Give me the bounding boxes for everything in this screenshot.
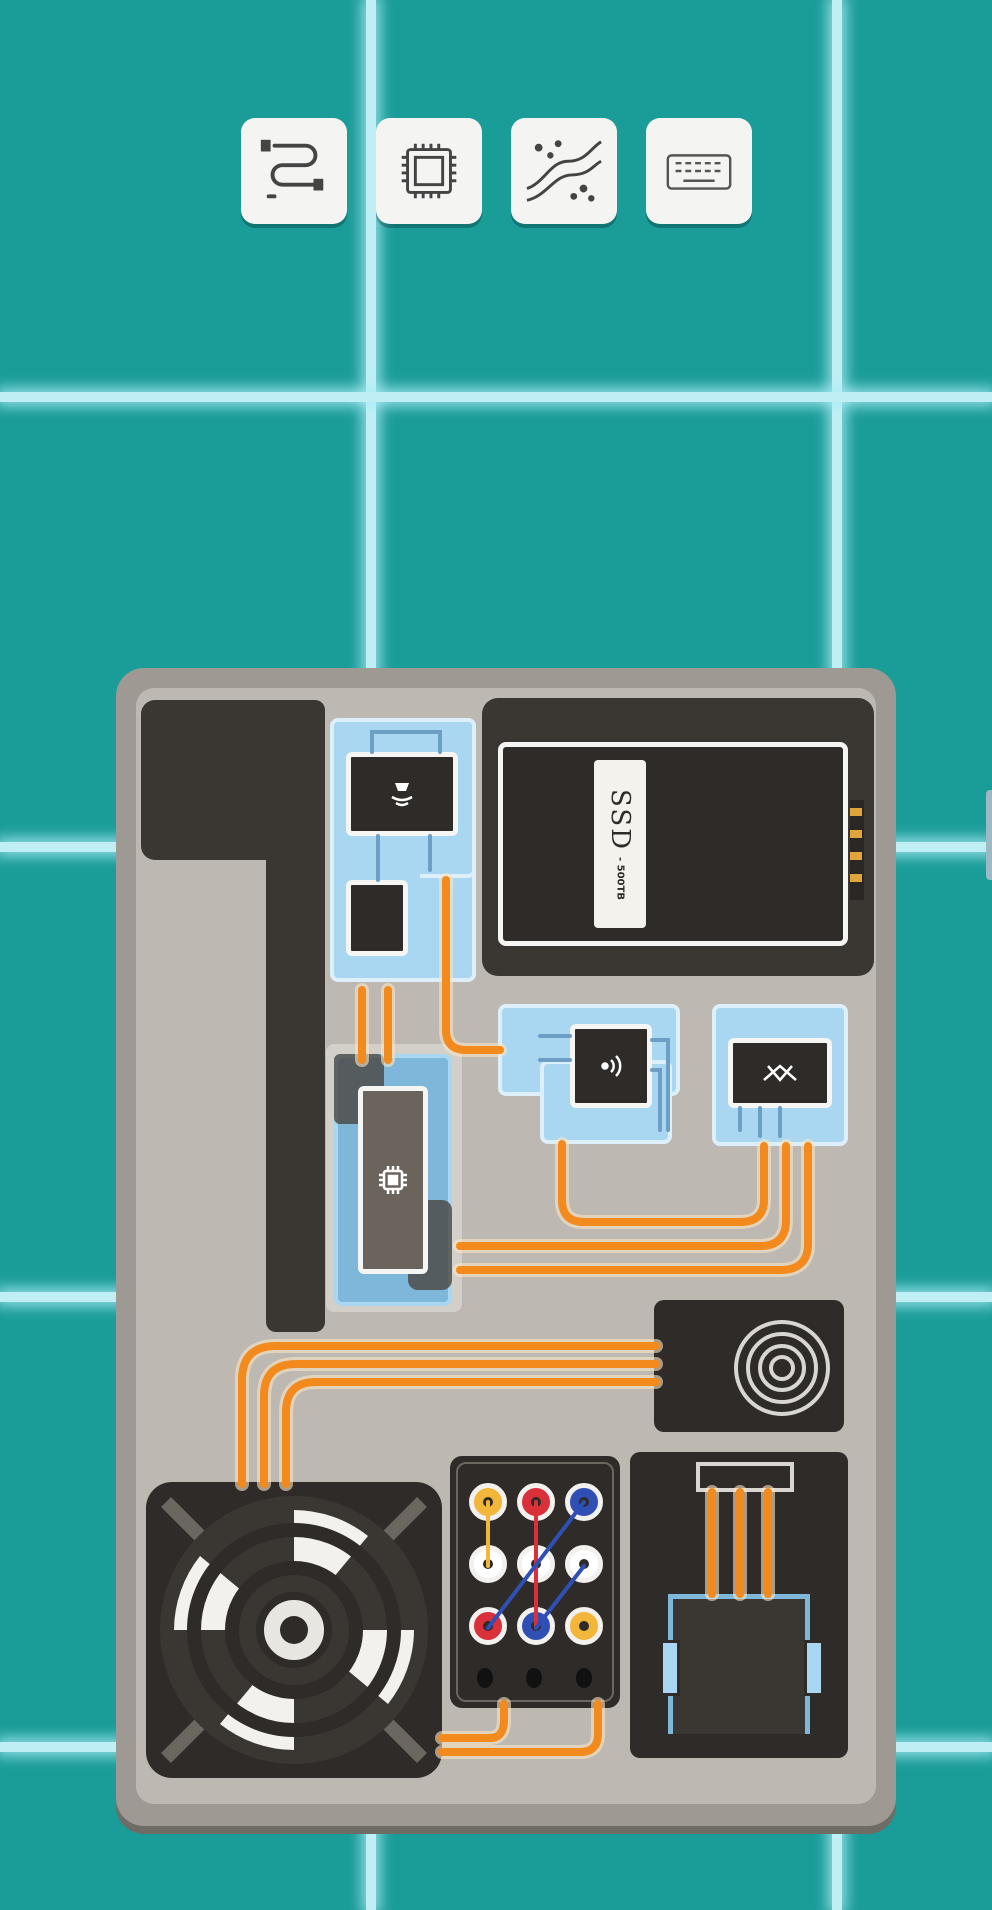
bluetooth-icon	[763, 1064, 797, 1082]
rca-jack[interactable]	[469, 1483, 507, 1521]
rca-jack-icon	[483, 1621, 493, 1631]
rca-jack-icon	[483, 1559, 493, 1569]
ssd-label-text: SSD	[605, 788, 635, 851]
cable-icon	[260, 139, 324, 199]
cpu-icon	[379, 1166, 407, 1194]
connector-clip	[804, 1640, 824, 1696]
wifi-icon	[601, 1055, 622, 1077]
jack-hole	[477, 1668, 493, 1688]
wifi-chip[interactable]	[570, 1024, 652, 1108]
audio-chip[interactable]	[346, 752, 458, 836]
rca-jack-icon	[483, 1497, 493, 1507]
speaker[interactable]	[730, 1316, 834, 1420]
rca-jack-icon	[579, 1559, 589, 1569]
rca-jack[interactable]	[517, 1545, 555, 1583]
speaker-cone-icon	[734, 1320, 830, 1416]
connector-top	[696, 1462, 794, 1492]
ssd-label: SSD - 500TB	[594, 760, 646, 928]
empty-slot-vertical	[266, 700, 325, 1332]
connector-port[interactable]	[668, 1594, 810, 1734]
rca-jack-icon	[579, 1621, 589, 1631]
keyboard-icon	[666, 154, 732, 190]
chip-icon	[401, 143, 457, 199]
rca-jack[interactable]	[469, 1607, 507, 1645]
cooling-fan[interactable]	[146, 1482, 442, 1778]
rca-jack[interactable]	[469, 1545, 507, 1583]
ssd-drive[interactable]	[498, 742, 848, 946]
speaker-icon	[391, 783, 413, 807]
cable-tool-button[interactable]	[241, 118, 347, 224]
edge-panel-handle[interactable]	[986, 790, 992, 880]
rca-jack[interactable]	[565, 1545, 603, 1583]
fan-icon	[160, 1496, 428, 1764]
bluetooth-chip[interactable]	[728, 1038, 832, 1108]
terrain-tool-button[interactable]	[511, 118, 617, 224]
terrain-icon	[526, 140, 602, 202]
rca-jack[interactable]	[565, 1483, 603, 1521]
rca-jack-icon	[579, 1497, 589, 1507]
rca-jack[interactable]	[517, 1607, 555, 1645]
ssd-capacity: - 500TB	[614, 856, 626, 900]
rca-jack-icon	[531, 1497, 541, 1507]
connector-clip	[660, 1640, 680, 1696]
grid-line	[0, 392, 992, 402]
jack-hole	[526, 1668, 542, 1688]
jack-hole	[576, 1668, 592, 1688]
rca-jack-icon	[531, 1559, 541, 1569]
rca-jack[interactable]	[565, 1607, 603, 1645]
small-chip[interactable]	[346, 880, 408, 956]
chip-tool-button[interactable]	[376, 118, 482, 224]
rca-jack-icon	[531, 1621, 541, 1631]
rca-jack[interactable]	[517, 1483, 555, 1521]
cpu-chip[interactable]	[358, 1086, 428, 1274]
ssd-connector	[850, 800, 864, 900]
keyboard-tool-button[interactable]	[646, 118, 752, 224]
